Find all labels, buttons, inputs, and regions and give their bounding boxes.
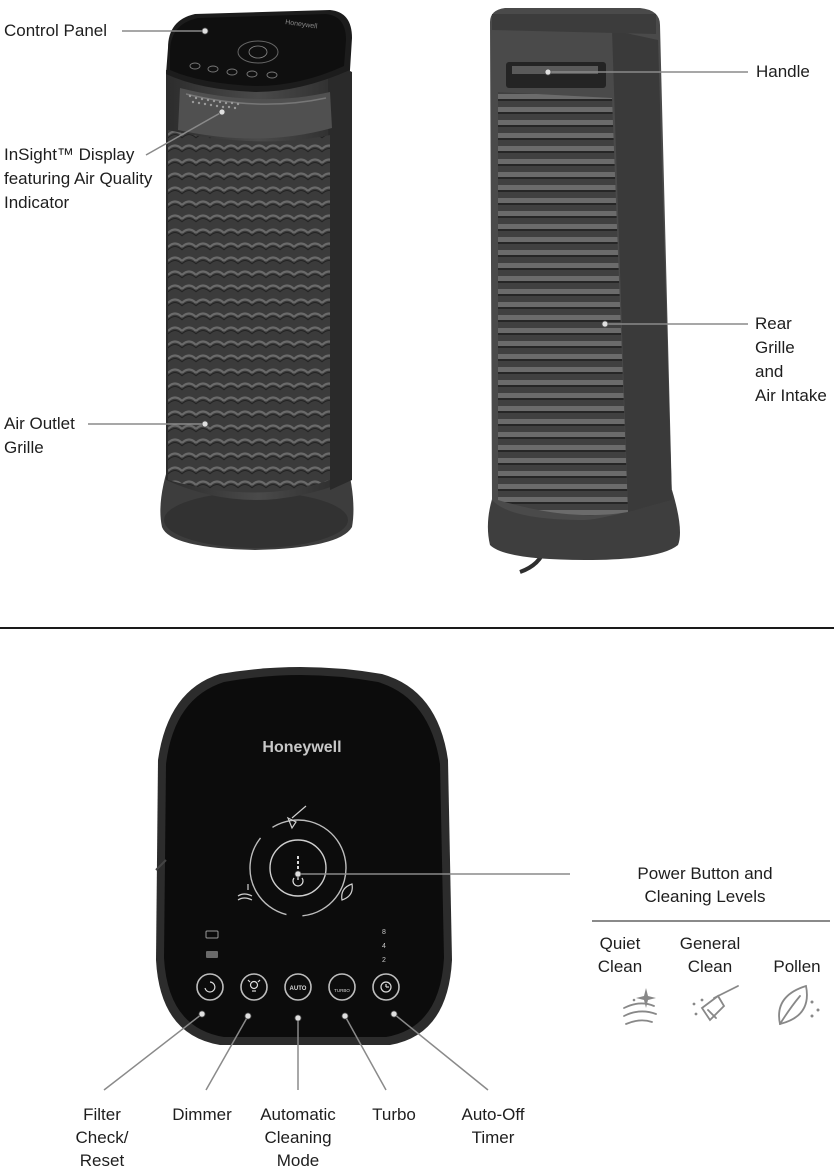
quiet-clean-level-icon: [237, 884, 253, 901]
power-button-ring[interactable]: [232, 802, 363, 933]
label-air-outlet-grille: Air Outlet Grille: [4, 414, 75, 457]
reset-icon: [204, 981, 216, 993]
label-turbo: Turbo: [372, 1105, 416, 1124]
dimmer-button[interactable]: [240, 973, 268, 1001]
general-clean-icon: [692, 985, 739, 1022]
quiet-clean-icon: [623, 988, 657, 1025]
control-panel-closeup: [155, 667, 452, 1045]
label-general-clean: General Clean: [679, 934, 741, 976]
panel-brand-logo: Honeywell: [262, 739, 341, 756]
label-pollen: Pollen: [773, 957, 821, 976]
pollen-level-icon: [341, 883, 353, 901]
timer-button[interactable]: [372, 973, 400, 1001]
clock-icon: [380, 981, 392, 993]
timer-level-8: 8: [382, 929, 386, 936]
turbo-button-label: TURBO: [334, 988, 350, 993]
label-quiet-clean: Quiet Clean: [597, 934, 643, 976]
dimmer-icon: [247, 979, 261, 992]
svg-text:Honeywell: Honeywell: [285, 19, 318, 30]
timer-level-4: 4: [382, 943, 386, 950]
general-clean-level-icon: [286, 805, 307, 830]
label-insight-display: InSight™ Display featuring Air Quality I…: [4, 145, 153, 212]
rear-purifier-image: [487, 8, 680, 574]
label-filter-check-reset: Filter Check/ Reset: [75, 1105, 129, 1170]
auto-button[interactable]: [284, 973, 312, 1001]
front-purifier-image: Honeywell: [160, 10, 354, 550]
top-leader-lines: [88, 30, 748, 425]
pollen-icon: [778, 984, 820, 1026]
label-control-panel: Control Panel: [4, 21, 108, 40]
timer-level-2: 2: [382, 957, 386, 964]
bottom-leader-lines: [103, 873, 570, 1091]
auto-button-label: AUTO: [290, 986, 307, 992]
label-rear-grille: Rear Grille and Air Intake: [755, 314, 827, 405]
label-auto-off-timer: Auto-Off Timer: [461, 1105, 525, 1147]
filter-indicator-icon: [205, 930, 219, 958]
label-handle: Handle: [756, 62, 810, 81]
filter-reset-button[interactable]: [196, 973, 224, 1001]
label-automatic-cleaning-mode: Automatic Cleaning Mode: [260, 1105, 336, 1170]
label-power-button-levels: Power Button and Cleaning Levels: [637, 864, 773, 906]
label-dimmer: Dimmer: [172, 1105, 232, 1124]
turbo-button[interactable]: [328, 973, 356, 1001]
